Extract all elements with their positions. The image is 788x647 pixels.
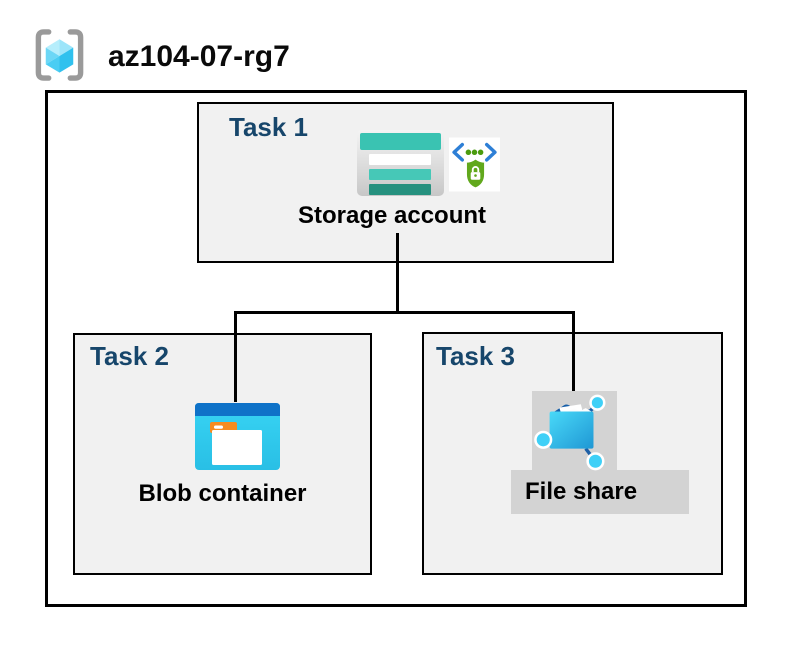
connector-storage-stem xyxy=(396,233,399,313)
file-share-icon xyxy=(534,394,606,471)
task2-resource-label: Blob container xyxy=(138,480,307,507)
task2-label: Task 2 xyxy=(90,341,170,371)
task1-box: Task 1 Storage xyxy=(197,102,614,263)
storage-account-icon xyxy=(357,130,444,196)
task1-resource-label: Storage account xyxy=(297,202,487,229)
connector-to-file-share xyxy=(572,311,575,391)
resource-group-name: az104-07-rg7 xyxy=(108,40,290,73)
task3-resource-label: File share xyxy=(525,477,638,505)
connector-branch-horizontal xyxy=(234,311,575,314)
task2-box: Task 2 Blob container xyxy=(73,333,372,575)
task3-label: Task 3 xyxy=(436,341,516,371)
secure-code-shield-lock-icon xyxy=(449,137,500,192)
resource-group-icon xyxy=(35,29,84,81)
task1-label: Task 1 xyxy=(229,112,309,142)
blob-container-icon xyxy=(195,403,280,470)
connector-to-blob-container xyxy=(234,311,237,402)
file-share-label-highlight: File share xyxy=(511,470,689,514)
